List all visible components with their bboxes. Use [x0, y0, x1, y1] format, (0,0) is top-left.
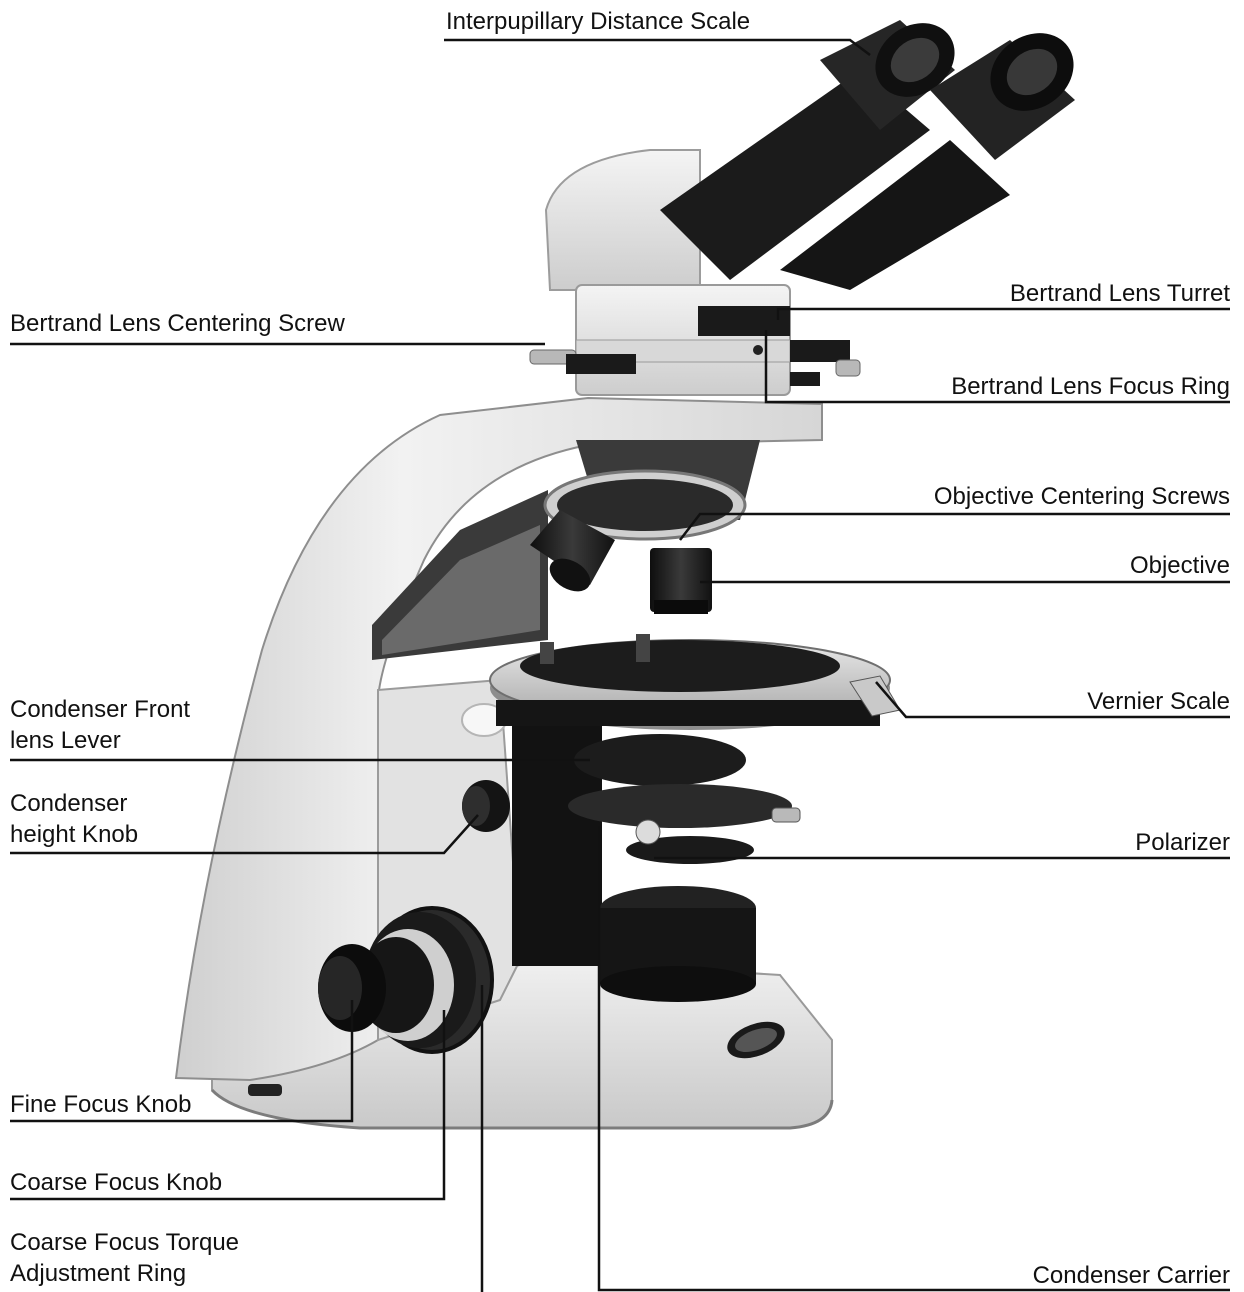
label-condenser-front-line2: lens Lever: [10, 725, 121, 756]
label-coarse-torque-line2: Adjustment Ring: [10, 1258, 186, 1289]
label-objective-centering-screws: Objective Centering Screws: [934, 481, 1230, 512]
label-condenser-carrier: Condenser Carrier: [1033, 1260, 1230, 1291]
label-bertrand-lens-focus-ring: Bertrand Lens Focus Ring: [951, 371, 1230, 402]
label-interpupillary-distance-scale: Interpupillary Distance Scale: [446, 6, 750, 37]
label-objective: Objective: [1130, 550, 1230, 581]
bertrand-lens-section: [530, 285, 860, 395]
rotating-stage: [490, 634, 900, 730]
label-bertrand-lens-centering-screw: Bertrand Lens Centering Screw: [10, 308, 345, 339]
label-coarse-torque-line1: Coarse Focus Torque: [10, 1227, 239, 1258]
leader-bertrand-turret: [778, 309, 1230, 320]
microscope-head: [546, 8, 1089, 290]
leader-interpupillary: [444, 40, 870, 55]
label-condenser-height-line1: Condenser: [10, 788, 127, 819]
leader-objective-centering: [680, 514, 1230, 540]
condenser-assembly: [462, 726, 800, 1002]
label-condenser-front-line1: Condenser Front: [10, 694, 190, 725]
label-bertrand-lens-turret: Bertrand Lens Turret: [1010, 278, 1230, 309]
label-vernier-scale: Vernier Scale: [1087, 686, 1230, 717]
label-fine-focus-knob: Fine Focus Knob: [10, 1089, 191, 1120]
label-polarizer: Polarizer: [1135, 827, 1230, 858]
label-condenser-height-line2: height Knob: [10, 819, 138, 850]
label-coarse-focus-knob: Coarse Focus Knob: [10, 1167, 222, 1198]
